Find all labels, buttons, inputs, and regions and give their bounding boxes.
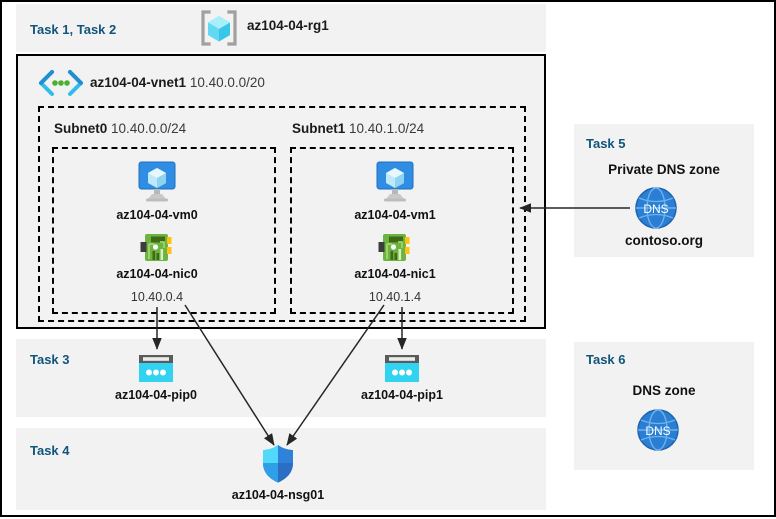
subnet1-name: Subnet1 <box>292 121 346 136</box>
nsg-label: az104-04-nsg01 <box>231 488 325 502</box>
svg-text:DNS: DNS <box>645 424 670 438</box>
subnet0-box <box>52 147 276 314</box>
virtual-network-box <box>16 54 546 329</box>
nic0-label: az104-04-nic0 <box>116 267 198 281</box>
dns-zone-icon: DNS <box>634 186 678 230</box>
nic0-ip: 10.40.0.4 <box>130 290 184 304</box>
virtual-machine-icon <box>372 160 418 202</box>
subnets-container <box>38 106 526 322</box>
task1-task2-label: Task 1, Task 2 <box>30 22 117 37</box>
resource-group-icon <box>199 9 239 47</box>
network-interface-icon <box>140 232 174 264</box>
network-security-group-icon <box>260 444 296 484</box>
resource-group-name: az104-04-rg1 <box>247 18 329 33</box>
virtual-network-title: az104-04-vnet1 10.40.0.0/20 <box>90 75 265 90</box>
virtual-network-cidr: 10.40.0.0/20 <box>189 75 265 90</box>
task6-label: Task 6 <box>586 352 626 367</box>
subnet1-title: Subnet1 10.40.1.0/24 <box>292 121 424 136</box>
task1-task2-panel <box>16 4 546 52</box>
virtual-network-icon <box>38 70 84 96</box>
task5-label: Task 5 <box>586 136 626 151</box>
resource-group-name-text: az104-04-rg1 <box>247 18 329 33</box>
vm0-label: az104-04-vm0 <box>116 208 198 222</box>
subnet1-cidr: 10.40.1.0/24 <box>349 121 425 136</box>
private-dns-zone-title: Private DNS zone <box>608 162 720 177</box>
svg-text:DNS: DNS <box>643 202 668 216</box>
network-interface-icon <box>378 232 412 264</box>
virtual-network-name: az104-04-vnet1 <box>90 75 187 90</box>
subnet0-title: Subnet0 10.40.0.0/24 <box>54 121 186 136</box>
task3-panel <box>16 339 546 417</box>
public-ip-address-icon <box>138 354 174 384</box>
dns-zone-icon: DNS <box>636 408 680 452</box>
subnet0-cidr: 10.40.0.0/24 <box>111 121 187 136</box>
subnet0-name: Subnet0 <box>54 121 108 136</box>
task3-label: Task 3 <box>30 352 70 367</box>
public-ip-address-icon <box>384 354 420 384</box>
pip1-label: az104-04-pip1 <box>361 388 443 402</box>
nic1-ip: 10.40.1.4 <box>368 290 422 304</box>
virtual-machine-icon <box>134 160 180 202</box>
nic1-label: az104-04-nic1 <box>354 267 436 281</box>
private-dns-zone-name: contoso.org <box>625 233 703 248</box>
vm1-label: az104-04-vm1 <box>354 208 436 222</box>
dns-zone-title: DNS zone <box>632 383 696 398</box>
task4-label: Task 4 <box>30 443 70 458</box>
pip0-label: az104-04-pip0 <box>115 388 197 402</box>
